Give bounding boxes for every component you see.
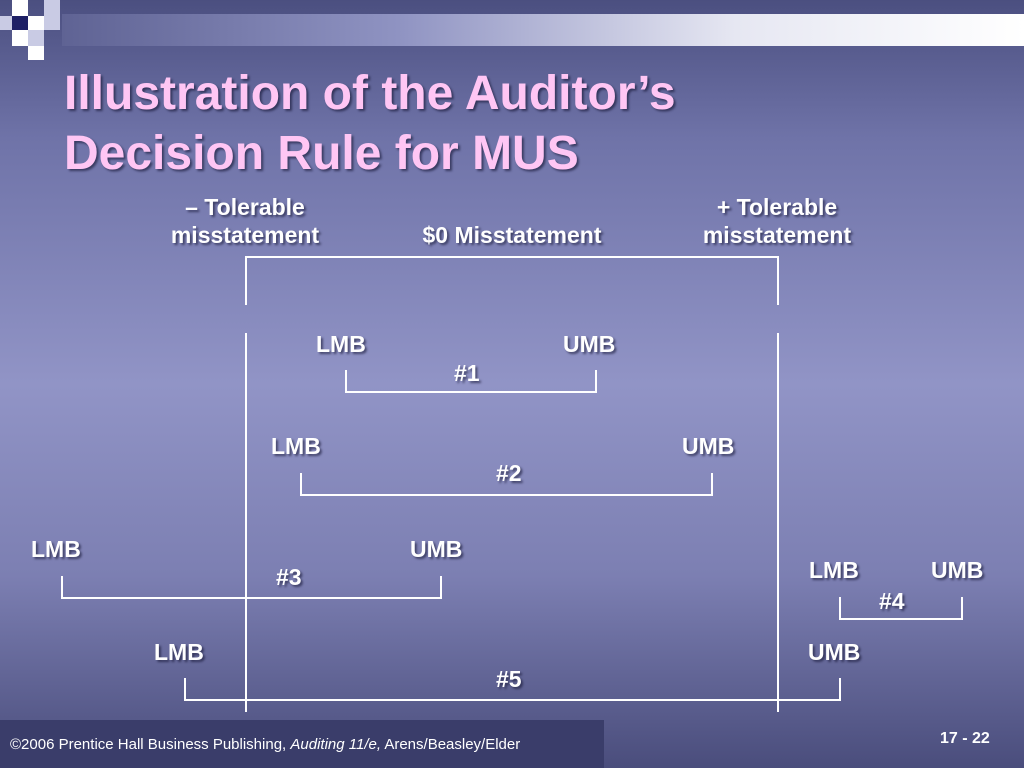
zero-misstatement-label: $0 Misstatement bbox=[422, 222, 602, 248]
case-3-bracket bbox=[61, 576, 442, 599]
case-5-label: #5 bbox=[496, 666, 522, 692]
corner-square bbox=[28, 46, 44, 60]
corner-square bbox=[44, 0, 60, 16]
corner-square bbox=[28, 30, 44, 46]
case-1-bracket bbox=[345, 370, 597, 393]
case-4-bracket bbox=[839, 597, 963, 620]
neg-tolerable-line2: misstatement bbox=[170, 222, 320, 248]
corner-square bbox=[12, 0, 28, 16]
case-5-umb: UMB bbox=[808, 639, 861, 665]
case-1-label: #1 bbox=[454, 360, 480, 386]
page-number: 17 - 22 bbox=[940, 730, 990, 747]
case-1-umb: UMB bbox=[563, 331, 616, 357]
case-4-umb: UMB bbox=[931, 557, 984, 583]
case-2-bracket bbox=[300, 473, 713, 496]
case-3-lmb: LMB bbox=[31, 536, 81, 562]
header-gradient-bar bbox=[62, 14, 1024, 46]
case-1-lmb: LMB bbox=[316, 331, 366, 357]
case-3-umb: UMB bbox=[410, 536, 463, 562]
corner-square bbox=[12, 16, 28, 30]
case-5-lmb: LMB bbox=[154, 639, 204, 665]
neg-tolerable-line1: – Tolerable bbox=[185, 194, 305, 220]
pos-tolerable-line2: misstatement bbox=[702, 222, 852, 248]
slide-title-line2: Decision Rule for MUS bbox=[64, 127, 579, 180]
case-2-label: #2 bbox=[496, 460, 522, 486]
corner-square bbox=[12, 30, 28, 46]
footer-authors: Arens/Beasley/Elder bbox=[381, 736, 521, 753]
corner-square bbox=[28, 16, 44, 30]
footer-book-title: Auditing 11/e, bbox=[290, 736, 381, 753]
pos-tolerable-label: + Tolerable misstatement bbox=[672, 193, 882, 249]
footer-bar: ©2006 Prentice Hall Business Publishing,… bbox=[0, 720, 604, 768]
case-4-lmb: LMB bbox=[809, 557, 859, 583]
slide-title: Illustration of the Auditor’s Decision R… bbox=[64, 64, 964, 184]
case-4-label: #4 bbox=[879, 588, 905, 614]
neg-tolerable-label: – Tolerable misstatement bbox=[140, 193, 350, 249]
case-3-label: #3 bbox=[276, 564, 302, 590]
footer-copyright: ©2006 Prentice Hall Business Publishing, bbox=[10, 736, 291, 753]
footer-text: ©2006 Prentice Hall Business Publishing,… bbox=[10, 736, 520, 753]
case-5-bracket bbox=[184, 678, 841, 701]
case-2-umb: UMB bbox=[682, 433, 735, 459]
case-2-lmb: LMB bbox=[271, 433, 321, 459]
tolerable-range-bracket bbox=[245, 256, 779, 305]
corner-square bbox=[44, 16, 60, 30]
corner-square bbox=[0, 16, 12, 30]
pos-tolerable-line1: + Tolerable bbox=[716, 194, 838, 220]
slide-title-line1: Illustration of the Auditor’s bbox=[64, 67, 676, 120]
